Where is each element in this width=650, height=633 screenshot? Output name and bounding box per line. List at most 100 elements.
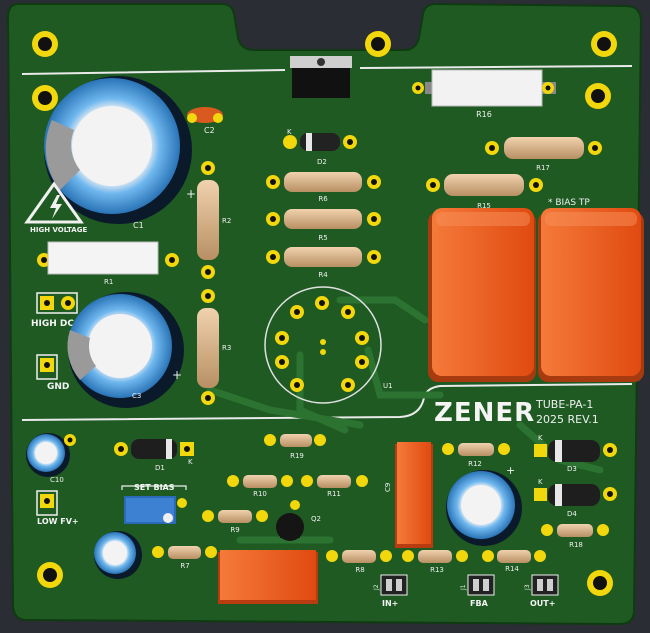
capacitor-c2: [187, 107, 223, 123]
ref-r7: R7: [180, 562, 189, 570]
trimmer-set-bias: [121, 485, 187, 524]
film-capacitor-bottom: [218, 550, 318, 604]
resistor-r5: [266, 209, 381, 229]
ref-r5: R5: [318, 234, 327, 242]
resistor-r19: [264, 434, 326, 447]
ref-c3: C3: [132, 392, 141, 400]
resistor-r1: [37, 241, 179, 275]
resistor-r13: [402, 550, 468, 563]
capacitor-c1: [44, 76, 192, 224]
ref-j2: J2: [373, 584, 380, 591]
ref-r9: R9: [230, 526, 239, 534]
film-capacitor-left: [428, 208, 536, 382]
resistor-r10: [227, 475, 293, 488]
ref-r17: R17: [536, 164, 550, 172]
resistor-r8: [326, 550, 392, 563]
resistor-r15: [426, 174, 543, 196]
resistor-r14: [482, 550, 546, 563]
ref-q2: Q2: [311, 515, 321, 523]
resistor-r18: [541, 524, 609, 537]
label-out-plus: OUT+: [530, 599, 555, 608]
ref-c10: C10: [50, 476, 64, 484]
ref-d4: D4: [567, 510, 577, 518]
transistor-q2: [276, 500, 304, 541]
label-low-fv: LOW FV+: [37, 517, 79, 526]
k-d1: K: [188, 458, 193, 466]
resistor-r2: [197, 161, 219, 279]
ref-r11: R11: [327, 490, 341, 498]
ref-r12: R12: [468, 460, 482, 468]
resistor-r16: [412, 69, 556, 107]
connector-low-fv: [36, 490, 58, 516]
silk-border-top: [21, 65, 633, 75]
resistor-r17: [485, 137, 602, 159]
label-gnd: GND: [47, 382, 69, 392]
label-high-dc: HIGH DC: [31, 319, 74, 329]
to220-regulator: [290, 56, 352, 98]
capacitor-c10: [26, 433, 76, 477]
high-voltage-icon: [24, 181, 84, 224]
ref-r13: R13: [430, 566, 444, 574]
ref-r14: R14: [505, 565, 519, 573]
film-capacitor-right: [538, 208, 644, 382]
capacitor-c9: [395, 442, 433, 548]
logo-text: ZENER: [434, 398, 535, 428]
ref-r3: R3: [222, 344, 231, 352]
ref-r19: R19: [290, 452, 304, 460]
plus-c4: +: [506, 464, 515, 477]
resistor-r7: [152, 546, 217, 559]
diode-d2: [283, 133, 357, 151]
resistor-r12: [442, 443, 510, 456]
ref-u1: U1: [383, 382, 393, 390]
plus-c1: +: [186, 187, 196, 201]
ref-d1: D1: [155, 464, 165, 472]
label-fba: FBA: [470, 599, 489, 608]
plus-c3: +: [172, 368, 182, 382]
ref-j3: J3: [524, 584, 531, 591]
k-d4: K: [538, 478, 543, 486]
label-bias-tp: * BIAS TP: [548, 198, 590, 208]
resistor-r11: [301, 475, 368, 488]
header-j2: [380, 574, 408, 596]
label-high-voltage: HIGH VOLTAGE: [30, 226, 87, 234]
k-d3: K: [538, 434, 543, 442]
board-revision: 2025 REV.1: [536, 413, 599, 426]
diode-d3: [534, 440, 617, 462]
ref-r4: R4: [318, 271, 328, 279]
ref-r2: R2: [222, 217, 231, 225]
ref-r15: R15: [477, 202, 491, 210]
ref-r8: R8: [355, 566, 364, 574]
board-title: TUBE-PA-1: [535, 398, 593, 411]
ref-c9: C9: [384, 483, 392, 492]
k-d2: K: [287, 128, 292, 136]
zener-logo: ZENER: [434, 398, 535, 428]
ref-d3: D3: [567, 465, 577, 473]
ref-c2: C2: [204, 126, 215, 135]
tube-socket-u1: [264, 286, 382, 404]
ref-d2: D2: [317, 158, 327, 166]
capacitor-c3: [67, 292, 184, 408]
diode-d1: [114, 439, 194, 459]
diode-d4: [534, 484, 617, 506]
resistor-r9: [202, 510, 268, 523]
connector-high-dc: [36, 292, 78, 314]
resistor-r3: [197, 289, 219, 405]
capacitor-lower-left: [94, 531, 142, 579]
label-in-plus: IN+: [382, 599, 398, 608]
connector-gnd: [36, 354, 58, 380]
ref-r10: R10: [253, 490, 267, 498]
ref-r18: R18: [569, 541, 583, 549]
ref-c1: C1: [133, 221, 144, 230]
ref-r6: R6: [318, 195, 328, 203]
header-j1: [467, 574, 495, 596]
capacitor-bottom-mid: [446, 470, 522, 546]
ref-r16: R16: [476, 110, 492, 119]
resistor-r4: [266, 247, 381, 267]
ref-j1: J1: [460, 584, 467, 591]
ref-r1: R1: [104, 278, 113, 286]
label-set-bias: SET BIAS: [134, 483, 175, 492]
resistor-r6: [266, 172, 381, 192]
header-j3: [531, 574, 559, 596]
mounting-holes: [32, 31, 617, 596]
